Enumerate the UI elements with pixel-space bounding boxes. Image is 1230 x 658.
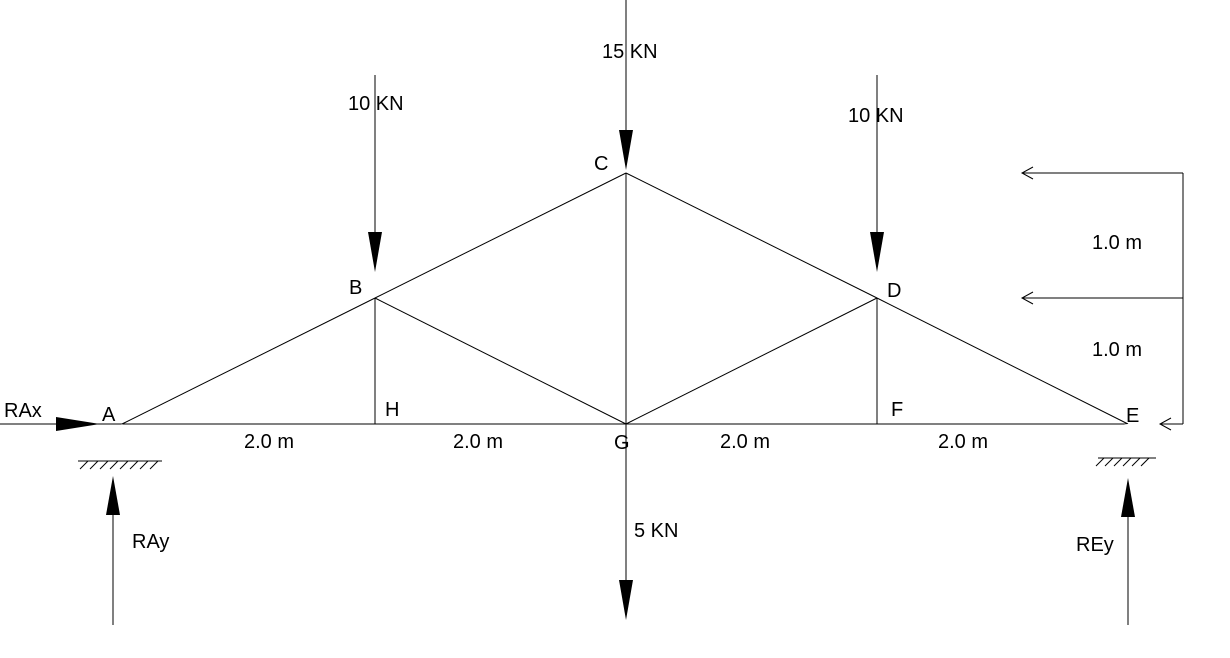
reaction-arrow-rax — [56, 417, 100, 431]
member-bc — [374, 172, 627, 299]
member-bg — [374, 297, 627, 425]
height-dimension-label-lower: 1.0 m — [1092, 339, 1142, 361]
member-cd — [625, 172, 878, 299]
roller-support-e — [1095, 424, 1156, 467]
height-dimension-bracket — [1020, 166, 1184, 431]
reaction-arrow-ray — [106, 476, 120, 625]
node-label-c: C — [594, 153, 608, 175]
node-label-a: A — [102, 404, 116, 426]
member-dg — [625, 297, 878, 425]
load-label-d: 10 KN — [848, 105, 904, 127]
span-dimension-label-2: 2.0 m — [453, 431, 503, 453]
load-label-b: 10 KN — [348, 93, 404, 115]
span-dimension-label-4: 2.0 m — [938, 431, 988, 453]
node-label-d: D — [887, 280, 901, 302]
node-label-e: E — [1126, 405, 1139, 427]
member-de — [876, 297, 1129, 425]
load-arrow-d — [870, 75, 884, 272]
height-dimension-label-upper: 1.0 m — [1092, 232, 1142, 254]
load-label-c: 15 KN — [602, 41, 658, 63]
node-label-f: F — [891, 399, 903, 421]
node-label-g: G — [614, 432, 630, 454]
reaction-label-rey: REy — [1076, 534, 1114, 556]
load-arrow-g — [619, 424, 633, 620]
node-label-b: B — [349, 277, 362, 299]
member-ab — [121, 297, 376, 425]
span-dimension-label-3: 2.0 m — [720, 431, 770, 453]
load-arrow-b — [368, 75, 382, 272]
load-label-g: 5 KN — [634, 520, 678, 542]
truss-members — [0, 172, 1129, 425]
reaction-arrow-rey — [1121, 478, 1135, 625]
load-arrow-c — [619, 0, 633, 170]
span-dimension-label-1: 2.0 m — [244, 431, 294, 453]
node-label-h: H — [385, 399, 399, 421]
pin-support-a — [78, 424, 162, 470]
reaction-label-rax: RAx — [4, 400, 42, 422]
reaction-label-ray: RAy — [132, 531, 169, 553]
